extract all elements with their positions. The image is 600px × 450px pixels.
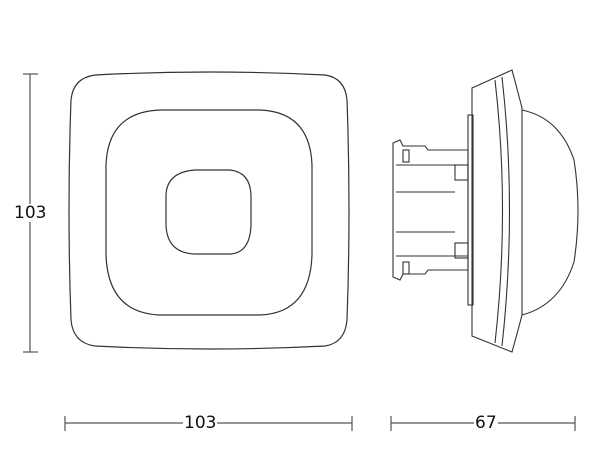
sensor-dome: [521, 109, 579, 316]
sensor-lens-outline: [165, 169, 252, 255]
housing-curve-2: [501, 76, 511, 347]
clip-bottom-right: [454, 242, 469, 259]
clip-top-right: [454, 164, 469, 181]
side-view: [392, 69, 579, 353]
front-view: [68, 71, 350, 350]
clip-bottom-left: [402, 261, 410, 275]
depth-dimension-label: 67: [474, 413, 498, 433]
housing-curve-1: [494, 79, 504, 344]
outer-frame-outline: [68, 71, 350, 350]
clip-top-left: [402, 149, 410, 163]
height-dimension-label: 103: [13, 203, 48, 223]
width-dimension-label: 103: [183, 413, 218, 433]
housing-body: [471, 69, 523, 353]
middle-ring-outline: [105, 109, 313, 316]
insert-body: [392, 139, 469, 281]
